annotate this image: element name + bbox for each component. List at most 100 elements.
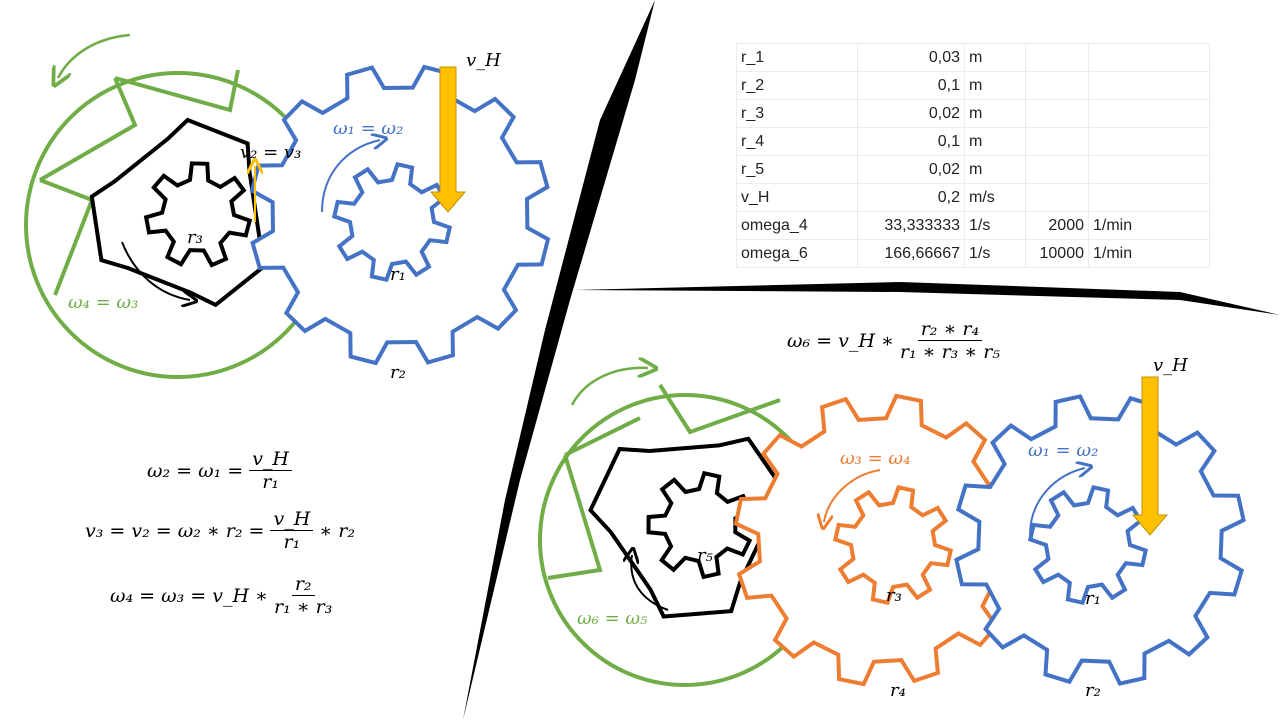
formula-lhs: ω₂ = ω₁ = bbox=[147, 459, 244, 482]
label-r2: r₂ bbox=[390, 362, 406, 383]
denominator: r₁ ∗ r₃ bbox=[273, 596, 333, 618]
table-cell: m bbox=[964, 43, 1026, 72]
label-v-h-right: v_H bbox=[1153, 355, 1188, 376]
label-r5: r₅ bbox=[697, 545, 713, 566]
table-cell: 0,02 bbox=[857, 99, 965, 128]
label-text: ω₆ = ω₅ bbox=[577, 608, 648, 629]
label-r1-right: r₁ bbox=[1085, 588, 1101, 609]
rotation-arrow-omega4 bbox=[58, 33, 131, 78]
table-cell: r_3 bbox=[736, 99, 858, 128]
v-h-arrow-left bbox=[429, 66, 467, 213]
table-cell: r_4 bbox=[736, 127, 858, 156]
label-omega1-omega2-right: ω₁ = ω₂ bbox=[1028, 440, 1099, 461]
table-cell: m bbox=[964, 127, 1026, 156]
denominator: r₁ ∗ r₃ ∗ r₅ bbox=[899, 341, 1000, 363]
rotation-arrow-omega1 bbox=[321, 140, 380, 213]
rotation-arrow-omega3 bbox=[121, 241, 190, 300]
table-cell: v_H bbox=[736, 183, 858, 212]
label-v2-v3: v₂ = v₃ bbox=[240, 142, 302, 163]
table-cell bbox=[1088, 71, 1210, 100]
separator-horizontal bbox=[575, 282, 1280, 315]
formula-lhs: ω₆ = v_H ∗ bbox=[787, 329, 894, 352]
label-omega1-omega2: ω₁ = ω₂ bbox=[333, 118, 404, 139]
table-cell: 0,03 bbox=[857, 43, 965, 72]
denominator: r₁ bbox=[262, 471, 279, 493]
label-r1: r₁ bbox=[390, 264, 406, 285]
label-text: ω₄ = ω₃ bbox=[68, 292, 139, 313]
table-cell bbox=[1025, 183, 1089, 212]
label-v-h: v_H bbox=[466, 50, 501, 71]
rotation-arrow-omega1-right bbox=[1029, 468, 1085, 536]
black-gear-r3 bbox=[143, 161, 253, 268]
formula-lhs: v₃ = v₂ = ω₂ ∗ r₂ = bbox=[85, 519, 265, 542]
table-cell: 2000 bbox=[1025, 211, 1089, 240]
green-wheel-r6-ratchet-teeth bbox=[547, 383, 781, 580]
table-cell bbox=[1088, 127, 1210, 156]
table-cell: m bbox=[964, 155, 1026, 184]
table-cell: omega_6 bbox=[736, 239, 858, 268]
table-cell: 1/min bbox=[1088, 239, 1210, 268]
v-h-arrow-right bbox=[1131, 376, 1169, 536]
table-cell: 0,2 bbox=[857, 183, 965, 212]
table-cell: m/s bbox=[964, 183, 1026, 212]
table-cell bbox=[1088, 99, 1210, 128]
blue-gear-r1-right bbox=[1027, 484, 1149, 606]
table-cell: 0,1 bbox=[857, 71, 965, 100]
numerator: v_H bbox=[270, 508, 314, 531]
table-cell bbox=[1088, 43, 1210, 72]
table-cell: 0,1 bbox=[857, 127, 965, 156]
table-cell: omega_4 bbox=[736, 211, 858, 240]
table-cell bbox=[1025, 127, 1089, 156]
table-cell: r_2 bbox=[736, 71, 858, 100]
formula-rhs: ∗ r₂ bbox=[319, 519, 355, 542]
label-r3: r₃ bbox=[187, 227, 203, 248]
table-cell: 1/s bbox=[964, 239, 1026, 268]
table-cell: 10000 bbox=[1025, 239, 1089, 268]
rotation-arrow-omega3-right bbox=[824, 469, 881, 522]
label-r2-right: r₂ bbox=[1085, 680, 1101, 701]
table-cell: 33,333333 bbox=[857, 211, 965, 240]
table-cell: r_5 bbox=[736, 155, 858, 184]
table-cell: 166,66667 bbox=[857, 239, 965, 268]
label-omega6-omega5: ω₆ = ω₅ bbox=[577, 608, 647, 629]
table-cell: r_1 bbox=[736, 43, 858, 72]
orange-gear-r3 bbox=[832, 484, 954, 606]
table-cell bbox=[1088, 155, 1210, 184]
label-omega3-omega4: ω₃ = ω₄ bbox=[840, 448, 911, 469]
table-cell bbox=[1025, 71, 1089, 100]
label-r4: r₄ bbox=[890, 680, 906, 701]
numerator: v_H bbox=[249, 448, 292, 471]
table-cell: 0,02 bbox=[857, 155, 965, 184]
formula-lhs: ω₄ = ω₃ = v_H ∗ bbox=[110, 584, 268, 607]
numerator: r₂ ∗ r₄ bbox=[917, 318, 983, 341]
table-cell bbox=[1025, 155, 1089, 184]
table-cell bbox=[1025, 43, 1089, 72]
label-r3-right: r₃ bbox=[886, 585, 902, 606]
label-omega4-omega3: ω₄ = ω₃ bbox=[68, 292, 138, 313]
denominator: r₁ bbox=[283, 531, 301, 553]
blue-gear-r1 bbox=[331, 161, 453, 283]
numerator: r₂ bbox=[291, 573, 315, 596]
table-cell bbox=[1025, 99, 1089, 128]
table-cell: 1/s bbox=[964, 211, 1026, 240]
rotation-arrow-omega6 bbox=[570, 368, 648, 406]
separator-diagonal bbox=[463, 0, 655, 720]
rotation-arrow-omega5 bbox=[631, 555, 669, 611]
